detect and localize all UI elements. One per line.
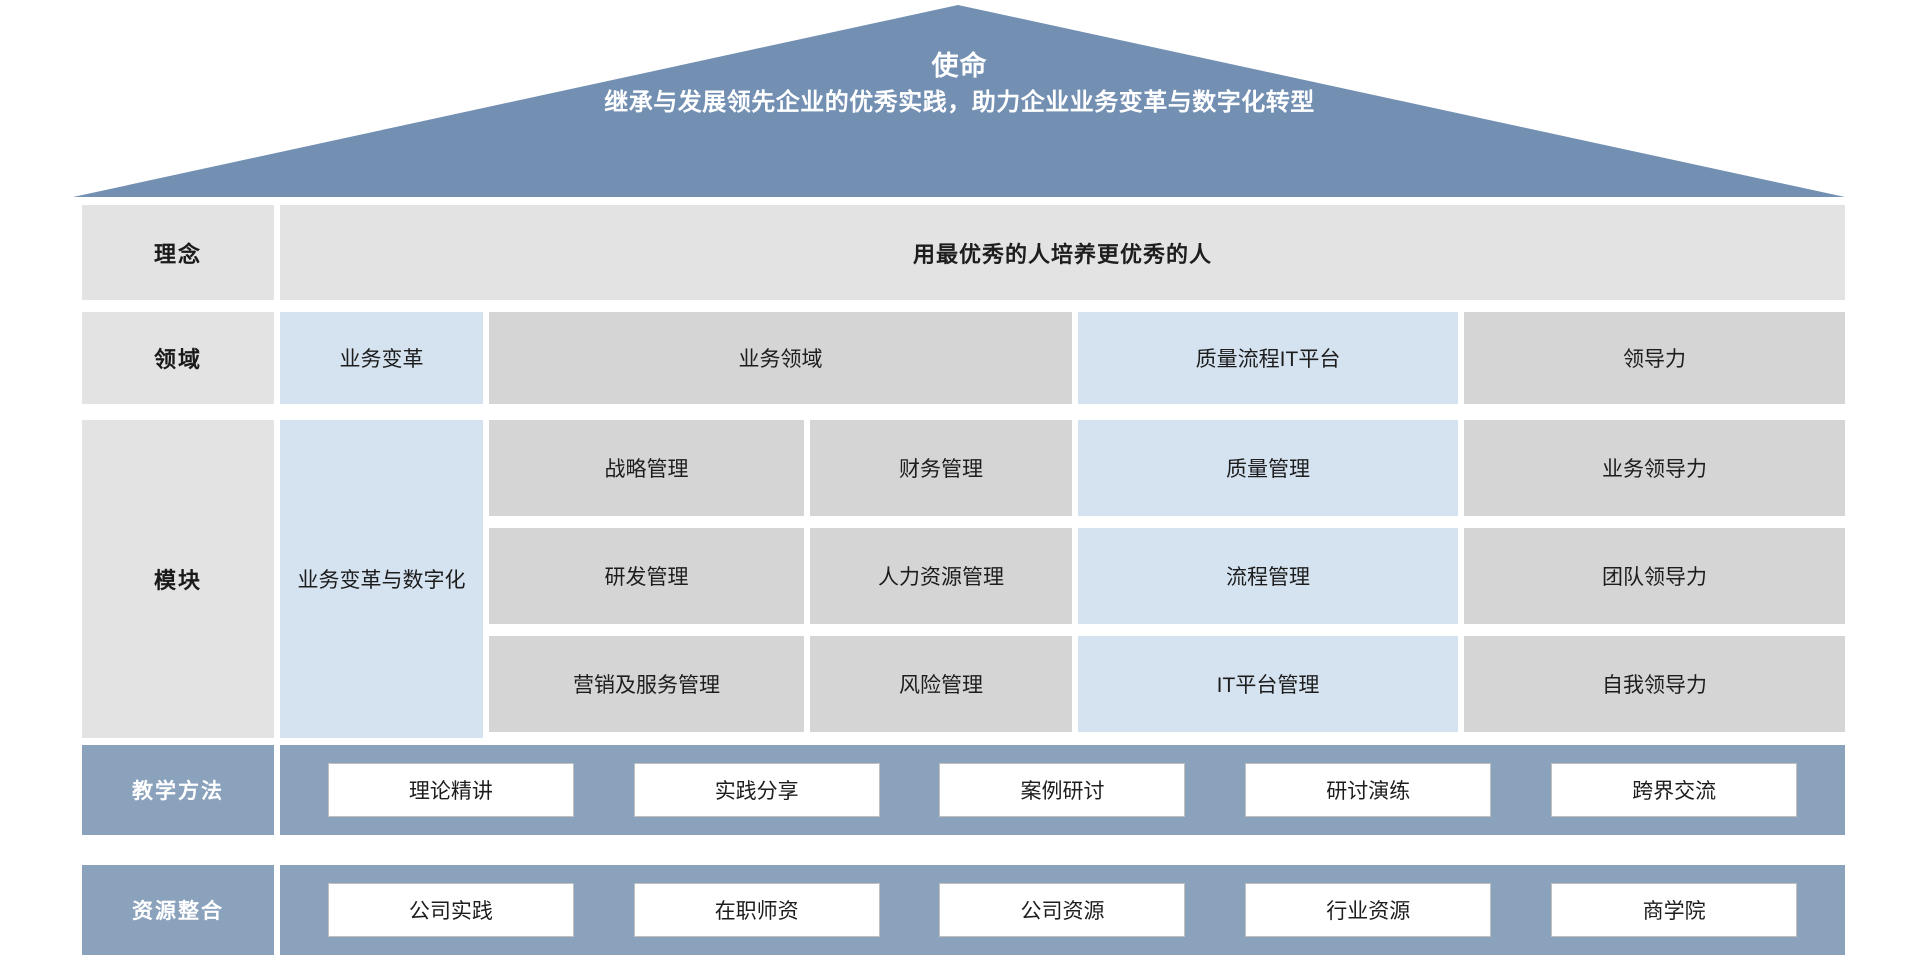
domain-cell-leadership[interactable]: 领导力	[1464, 312, 1845, 404]
roof-section: 使命 继承与发展领先企业的优秀实践，助力企业业务变革与数字化转型	[0, 0, 1919, 198]
module-cell-quality-management[interactable]: 质量管理	[1078, 420, 1458, 516]
teaching-method-chip-cross-industry-exchange[interactable]: 跨界交流	[1551, 763, 1798, 817]
module-cell-business-transformation-digitalization[interactable]: 业务变革与数字化	[280, 420, 483, 738]
row-teaching-methods: 教学方法 理论精讲 实践分享 案例研讨 研讨演练 跨界交流	[82, 745, 1845, 835]
domain-cell-business-transformation[interactable]: 业务变革	[280, 312, 483, 404]
resource-chip-in-service-faculty[interactable]: 在职师资	[633, 883, 880, 937]
row-label-resource-integration: 资源整合	[82, 865, 274, 955]
teaching-method-chip-practice-sharing[interactable]: 实践分享	[633, 763, 880, 817]
resource-chip-industry-resources[interactable]: 行业资源	[1245, 883, 1492, 937]
teaching-method-chip-workshop-drill[interactable]: 研讨演练	[1245, 763, 1492, 817]
resource-integration-band: 公司实践 在职师资 公司资源 行业资源 商学院	[280, 865, 1845, 955]
row-resource-integration: 资源整合 公司实践 在职师资 公司资源 行业资源 商学院	[82, 865, 1845, 955]
module-grid-row: 研发管理 人力资源管理 流程管理 团队领导力	[489, 528, 1845, 624]
teaching-method-chip-case-discussion[interactable]: 案例研讨	[939, 763, 1186, 817]
row-label-domain: 领域	[82, 312, 274, 404]
module-cell-finance-management[interactable]: 财务管理	[810, 420, 1072, 516]
domain-cell-quality-process-it-platform[interactable]: 质量流程IT平台	[1078, 312, 1458, 404]
row-domain: 领域 业务变革 业务领域 质量流程IT平台 领导力	[82, 312, 1845, 404]
row-module: 模块 业务变革与数字化 战略管理 财务管理 质量管理 业务领导力 研发管理 人力…	[82, 420, 1845, 738]
module-cell-hr-management[interactable]: 人力资源管理	[810, 528, 1072, 624]
module-grid-row: 战略管理 财务管理 质量管理 业务领导力	[489, 420, 1845, 516]
module-cell-self-leadership[interactable]: 自我领导力	[1464, 636, 1845, 732]
module-grid-row: 营销及服务管理 风险管理 IT平台管理 自我领导力	[489, 636, 1845, 732]
resource-chip-business-school[interactable]: 商学院	[1551, 883, 1798, 937]
resource-chip-company-resources[interactable]: 公司资源	[939, 883, 1186, 937]
roof-triangle-icon	[73, 5, 1845, 197]
row-label-teaching-methods: 教学方法	[82, 745, 274, 835]
module-cell-marketing-service-management[interactable]: 营销及服务管理	[489, 636, 804, 732]
teaching-methods-band: 理论精讲 实践分享 案例研讨 研讨演练 跨界交流	[280, 745, 1845, 835]
domain-cell-business-domain[interactable]: 业务领域	[489, 312, 1072, 404]
philosophy-statement: 用最优秀的人培养更优秀的人	[280, 205, 1845, 300]
module-cell-strategy-management[interactable]: 战略管理	[489, 420, 804, 516]
module-cell-rd-management[interactable]: 研发管理	[489, 528, 804, 624]
module-cell-process-management[interactable]: 流程管理	[1078, 528, 1458, 624]
teaching-method-chip-theory[interactable]: 理论精讲	[327, 763, 574, 817]
module-cell-team-leadership[interactable]: 团队领导力	[1464, 528, 1845, 624]
module-cell-it-platform-management[interactable]: IT平台管理	[1078, 636, 1458, 732]
row-label-module: 模块	[82, 420, 274, 738]
row-label-philosophy: 理念	[82, 205, 274, 300]
module-cell-business-leadership[interactable]: 业务领导力	[1464, 420, 1845, 516]
row-philosophy: 理念 用最优秀的人培养更优秀的人	[82, 205, 1845, 300]
module-cell-risk-management[interactable]: 风险管理	[810, 636, 1072, 732]
resource-chip-company-practice[interactable]: 公司实践	[327, 883, 574, 937]
